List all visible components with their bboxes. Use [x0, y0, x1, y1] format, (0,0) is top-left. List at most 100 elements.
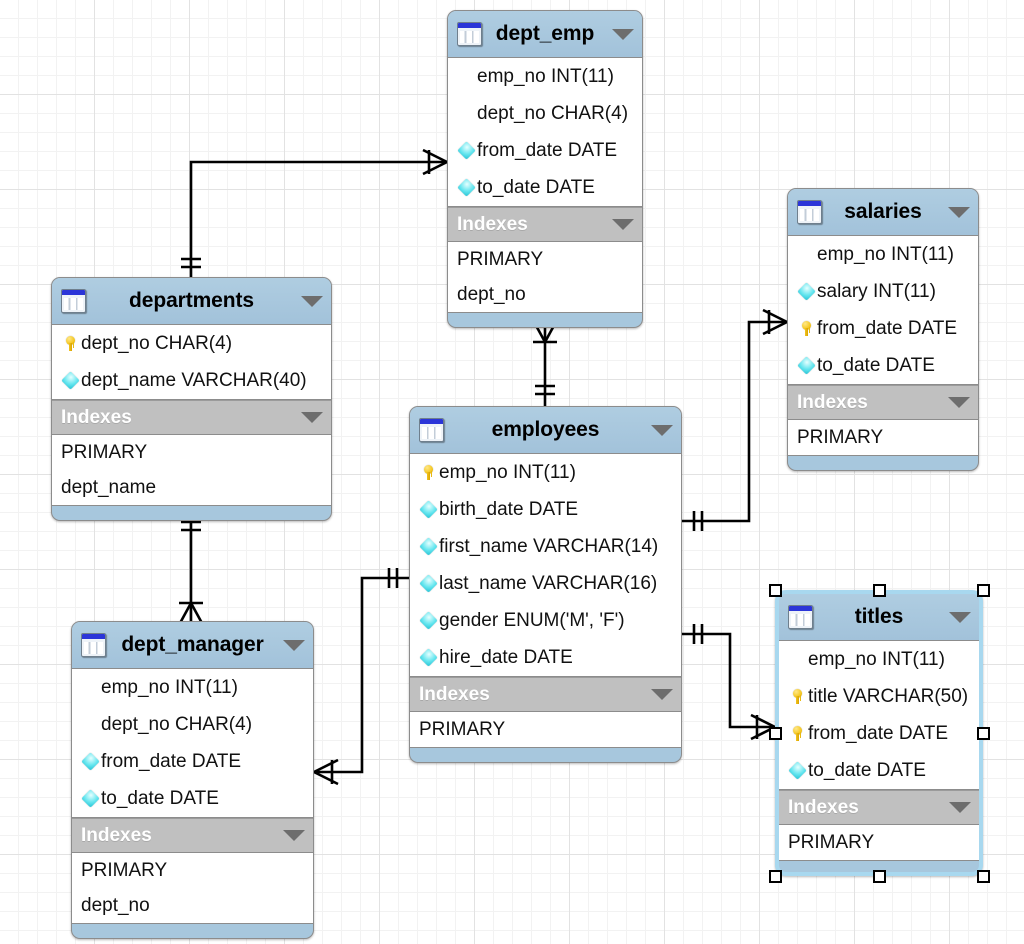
resize-handle-ne[interactable] [976, 583, 990, 597]
column-row[interactable]: to_date DATE [779, 752, 979, 789]
chevron-down-icon[interactable] [949, 802, 971, 813]
column-row[interactable]: emp_no INT(11) [448, 58, 642, 95]
table-header-dept_manager[interactable]: dept_manager [72, 622, 313, 668]
indexes-header-dept_emp[interactable]: Indexes [448, 207, 642, 241]
diamond-icon [79, 789, 101, 808]
column-row[interactable]: from_date DATE [788, 310, 978, 347]
index-list-salaries: PRIMARY [788, 419, 978, 456]
chevron-down-icon[interactable] [283, 830, 305, 841]
column-label: first_name VARCHAR(14) [439, 535, 659, 557]
indexes-header-departments[interactable]: Indexes [52, 400, 331, 434]
erd-table-departments[interactable]: departments dept_no CHAR(4) dept_name VARC… [51, 277, 332, 521]
chevron-down-icon[interactable] [301, 295, 323, 307]
column-row[interactable]: from_date DATE [779, 715, 979, 752]
column-row[interactable]: hire_date DATE [410, 639, 681, 676]
index-list-titles: PRIMARY [779, 824, 979, 861]
chevron-down-icon[interactable] [651, 424, 673, 436]
key-icon [59, 336, 81, 351]
column-row[interactable]: to_date DATE [72, 780, 313, 817]
chevron-down-icon[interactable] [949, 611, 971, 623]
chevron-down-icon[interactable] [612, 219, 634, 230]
key-icon [795, 321, 817, 336]
column-list-salaries: emp_no INT(11)salary INT(11)from_date DA… [788, 235, 978, 385]
indexes-header-titles[interactable]: Indexes [779, 790, 979, 824]
column-row[interactable]: emp_no INT(11) [410, 454, 681, 491]
index-row[interactable]: PRIMARY [457, 248, 544, 270]
resize-handle-e[interactable] [976, 726, 990, 740]
table-header-employees[interactable]: employees [410, 407, 681, 453]
indexes-header-employees[interactable]: Indexes [410, 677, 681, 711]
resize-handle-n[interactable] [872, 583, 886, 597]
erd-table-titles[interactable]: titles emp_no INT(11) title VARCHAR(50)fro… [775, 590, 983, 876]
table-icon [797, 200, 822, 224]
resize-handle-se[interactable] [976, 869, 990, 883]
index-row[interactable]: PRIMARY [61, 441, 148, 463]
index-row[interactable]: PRIMARY [797, 426, 884, 448]
column-row[interactable]: dept_no CHAR(4) [72, 706, 313, 743]
key-icon [786, 726, 808, 741]
table-header-dept_emp[interactable]: dept_emp [448, 11, 642, 57]
column-label: emp_no INT(11) [101, 676, 238, 698]
column-label: to_date DATE [808, 759, 926, 781]
diamond-icon [795, 282, 817, 301]
table-header-titles[interactable]: titles [779, 594, 979, 640]
column-row[interactable]: salary INT(11) [788, 273, 978, 310]
chevron-down-icon[interactable] [283, 639, 305, 651]
column-row[interactable]: from_date DATE [448, 132, 642, 169]
resize-handle-sw[interactable] [768, 869, 782, 883]
index-row[interactable]: dept_no [81, 894, 150, 916]
resize-handle-s[interactable] [872, 869, 886, 883]
column-row[interactable]: from_date DATE [72, 743, 313, 780]
column-label: gender ENUM('M', 'F') [439, 609, 625, 631]
index-row[interactable]: PRIMARY [419, 718, 506, 740]
chevron-down-icon[interactable] [301, 412, 323, 423]
chevron-down-icon[interactable] [612, 28, 634, 40]
index-row[interactable]: PRIMARY [788, 831, 875, 853]
column-row[interactable]: dept_no CHAR(4) [448, 95, 642, 132]
column-label: hire_date DATE [439, 646, 573, 668]
column-label: emp_no INT(11) [477, 65, 614, 87]
chevron-down-icon[interactable] [948, 206, 970, 218]
chevron-down-icon[interactable] [651, 689, 673, 700]
column-row[interactable]: first_name VARCHAR(14) [410, 528, 681, 565]
erd-table-dept_manager[interactable]: dept_manager emp_no INT(11) dept_no CHAR(4… [71, 621, 314, 939]
column-row[interactable]: emp_no INT(11) [779, 641, 979, 678]
index-row[interactable]: dept_name [61, 476, 157, 498]
indexes-label: Indexes [81, 824, 152, 846]
indexes-header-salaries[interactable]: Indexes [788, 385, 978, 419]
column-row[interactable]: dept_no CHAR(4) [52, 325, 331, 362]
table-icon [457, 22, 482, 46]
column-row[interactable]: to_date DATE [448, 169, 642, 206]
column-label: dept_no CHAR(4) [81, 332, 233, 354]
index-row[interactable]: dept_no [457, 283, 526, 305]
table-title: departments [129, 289, 254, 312]
resize-handle-nw[interactable] [768, 583, 782, 597]
column-row[interactable]: gender ENUM('M', 'F') [410, 602, 681, 639]
indexes-header-dept_manager[interactable]: Indexes [72, 818, 313, 852]
column-label: birth_date DATE [439, 498, 579, 520]
table-title: titles [854, 605, 904, 628]
relationship-employees-titles [682, 624, 776, 741]
column-row[interactable]: birth_date DATE [410, 491, 681, 528]
column-row[interactable]: to_date DATE [788, 347, 978, 384]
column-row[interactable]: last_name VARCHAR(16) [410, 565, 681, 602]
column-row[interactable]: dept_name VARCHAR(40) [52, 362, 331, 399]
index-row[interactable]: PRIMARY [81, 859, 168, 881]
table-header-salaries[interactable]: salaries [788, 189, 978, 235]
table-icon [81, 633, 106, 657]
relationship-dept_manager-employees [313, 568, 409, 786]
column-label: from_date DATE [477, 139, 618, 161]
erd-table-dept_emp[interactable]: dept_emp emp_no INT(11) dept_no CHAR(4) fro… [447, 10, 643, 328]
column-row[interactable]: emp_no INT(11) [788, 236, 978, 273]
column-list-dept_emp: emp_no INT(11) dept_no CHAR(4) from_date D… [448, 57, 642, 207]
column-row[interactable]: title VARCHAR(50) [779, 678, 979, 715]
column-row[interactable]: emp_no INT(11) [72, 669, 313, 706]
resize-handle-w[interactable] [768, 726, 782, 740]
chevron-down-icon[interactable] [948, 397, 970, 408]
diamond-icon [786, 761, 808, 780]
column-label: emp_no INT(11) [808, 648, 945, 670]
table-header-departments[interactable]: departments [52, 278, 331, 324]
